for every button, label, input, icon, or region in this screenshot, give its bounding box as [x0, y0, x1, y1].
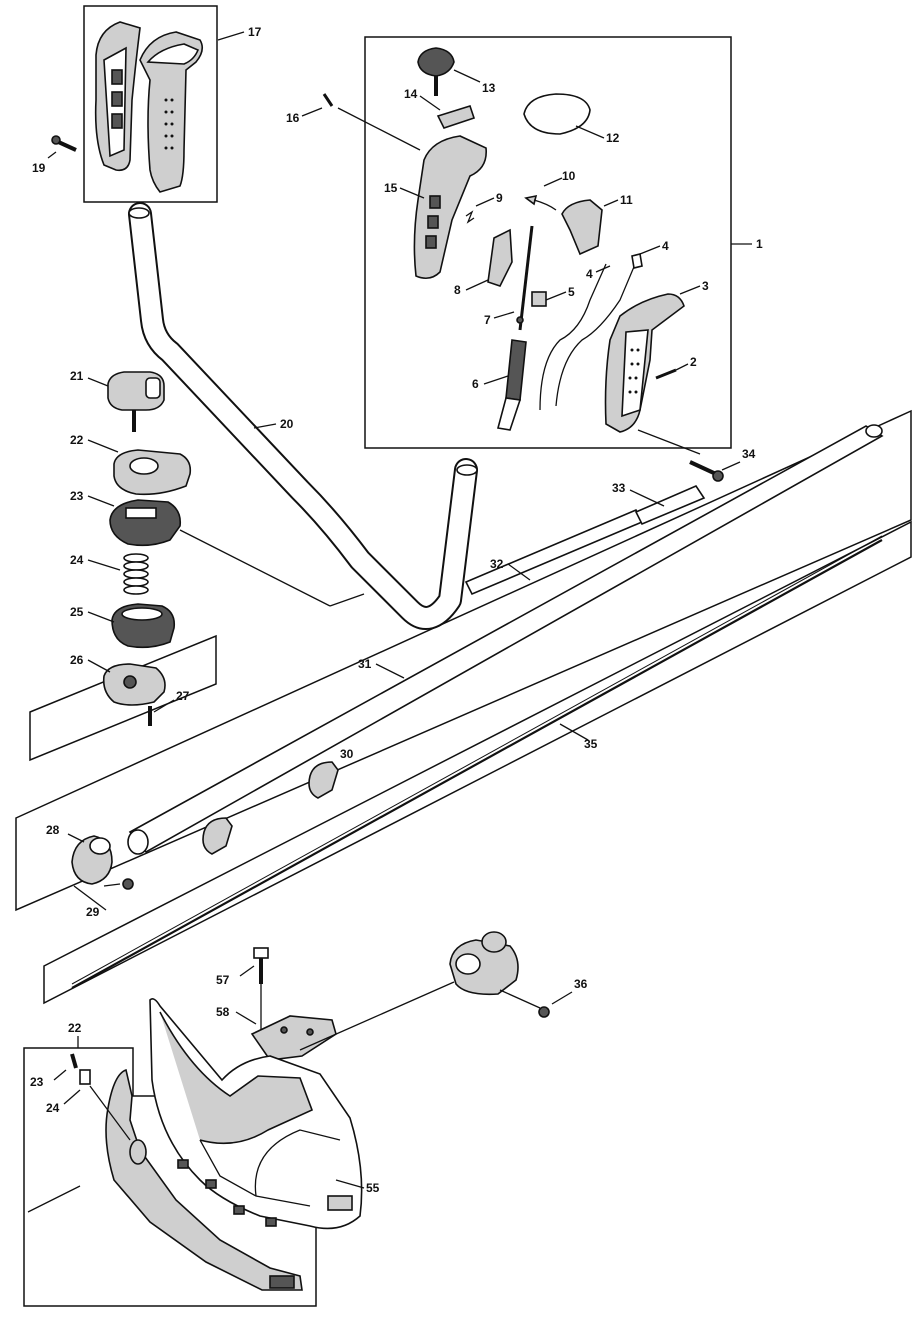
label-8: 8: [454, 283, 461, 297]
label-34: 34: [742, 447, 756, 461]
label-23: 23: [70, 489, 84, 503]
label-4b: 4: [662, 239, 669, 253]
clip-30-part: [202, 761, 339, 855]
label-4: 4: [586, 267, 593, 281]
label-13: 13: [482, 81, 496, 95]
switch-11-part: [561, 199, 603, 256]
throttle-cable-7-part: [516, 225, 534, 331]
label-33: 33: [612, 481, 626, 495]
label-57: 57: [216, 973, 230, 987]
label-7: 7: [484, 313, 491, 327]
bracket-58-part: [250, 1015, 337, 1061]
spring-9-part: [465, 210, 475, 224]
label-5: 5: [568, 285, 575, 299]
label-33-part: [634, 485, 706, 526]
clamp-block-36-part: [449, 931, 519, 996]
sleeve-6-part: [497, 339, 527, 431]
guard-inset-part: [105, 1068, 303, 1291]
screw-inset-part: [70, 1053, 78, 1069]
front-handle-box: [83, 5, 218, 203]
label-10: 10: [562, 169, 576, 183]
label-36: 36: [574, 977, 588, 991]
bolt-57-part: [253, 947, 269, 984]
label-31: 31: [358, 657, 372, 671]
label-19: 19: [32, 161, 46, 175]
clip-inset-part: [79, 1069, 91, 1085]
front-handle-part: [94, 21, 204, 193]
label-30: 30: [340, 747, 354, 761]
label-35: 35: [584, 737, 598, 751]
label-55: 55: [366, 1181, 380, 1195]
label-3: 3: [702, 279, 709, 293]
label-28: 28: [46, 823, 60, 837]
label-20: 20: [280, 417, 294, 431]
label-inset-22: 22: [68, 1021, 82, 1035]
label-inset-23: 23: [30, 1075, 44, 1089]
clamp-26-part: [102, 663, 166, 706]
handle-half-15-part: [413, 135, 487, 280]
label-29: 29: [86, 905, 100, 919]
screw-36-part: [538, 1006, 550, 1018]
label-12: 12: [606, 131, 620, 145]
guard-55-part: [149, 998, 363, 1230]
drive-shaft-35-part: [71, 535, 883, 989]
clamp-box: [29, 634, 217, 762]
outer-shaft-31-part: [127, 424, 884, 855]
label-22: 22: [70, 433, 84, 447]
rear-handle-assembly-box: [364, 36, 732, 449]
label-1: 1: [756, 237, 763, 251]
clamp-22-part: [113, 449, 192, 496]
clamp-23-part: [109, 499, 182, 547]
knob-21-part: [107, 371, 165, 432]
wire-4-part: [539, 253, 643, 411]
handle-half-3-part: [604, 293, 685, 433]
label-21: 21: [70, 369, 84, 383]
clamp-28-part: [71, 835, 113, 885]
label-15: 15: [384, 181, 398, 195]
label-14: 14: [404, 87, 418, 101]
label-11: 11: [620, 193, 633, 207]
label-58: 58: [216, 1005, 230, 1019]
label-6: 6: [472, 377, 479, 391]
part-14: [436, 105, 476, 129]
label-9: 9: [496, 191, 503, 205]
handle-bar-part: [128, 202, 478, 630]
label-16: 16: [286, 111, 300, 125]
screw-29-part: [122, 878, 134, 890]
cable-10-part: [524, 194, 557, 211]
label-24: 24: [70, 553, 84, 567]
label-inset-24: 24: [46, 1101, 60, 1115]
label-17: 17: [248, 25, 262, 39]
screw-34-part: [689, 460, 724, 482]
part-5: [531, 291, 547, 307]
label-25: 25: [70, 605, 84, 619]
shaft-panel: [15, 409, 912, 912]
clamp-25-part: [111, 603, 176, 649]
cover-12-part: [523, 93, 591, 135]
screw-16-part: [322, 93, 334, 107]
spring-24-part: [123, 553, 149, 595]
label-2: 2: [690, 355, 697, 369]
bolt-19-part: [51, 135, 77, 152]
label-27: 27: [176, 689, 190, 703]
screw-2-part: [655, 368, 677, 380]
throttle-lock-13-part: [417, 47, 455, 96]
drive-shaft-panel: [43, 520, 912, 1005]
label-32: 32: [490, 557, 504, 571]
trigger-8-part: [487, 228, 513, 287]
label-26: 26: [70, 653, 84, 667]
